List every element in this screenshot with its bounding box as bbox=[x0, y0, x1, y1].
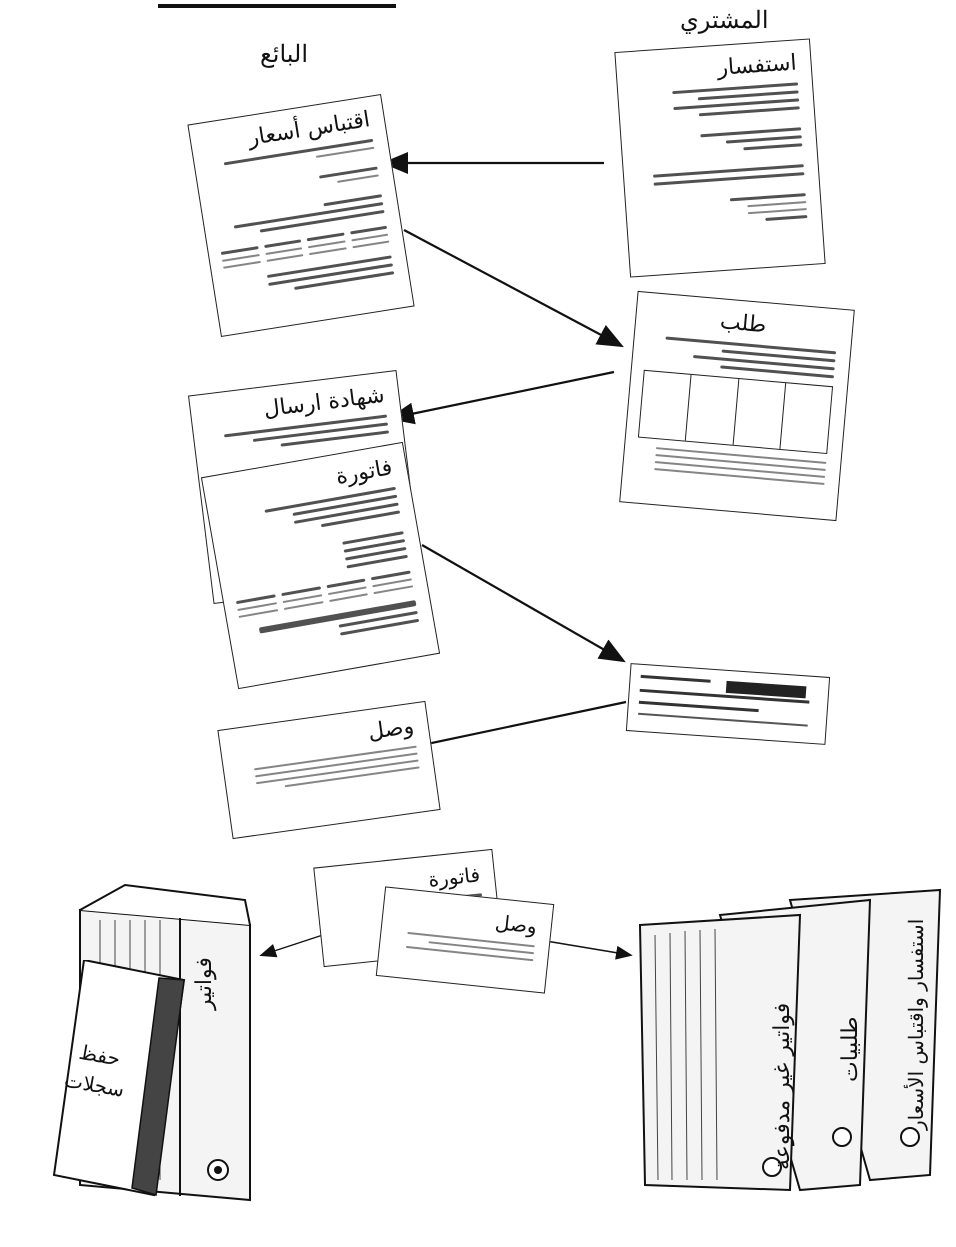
invoice-document: فاتورة bbox=[201, 442, 440, 689]
quotation-document: اقتباس أسعار bbox=[187, 94, 414, 337]
seller-binder-label: فواتير bbox=[192, 957, 217, 1010]
arrow-icon bbox=[404, 230, 620, 345]
arrow-icon bbox=[540, 940, 630, 955]
arrow-icon bbox=[422, 545, 622, 660]
bundle-receipt-document: وصل bbox=[376, 886, 554, 993]
inquiries-quotes-label: استفسار واقتباس الأسعار bbox=[904, 919, 928, 1130]
arrow-icon bbox=[392, 372, 614, 418]
cheque-icon bbox=[626, 663, 830, 745]
order-document: طلب bbox=[619, 291, 855, 521]
unpaid-invoices-label: فواتير غير مدفوعة bbox=[770, 1003, 795, 1170]
orders-label: طلبيات bbox=[838, 1017, 863, 1082]
records-cover-label: حفظ سجلات bbox=[57, 1034, 136, 1105]
arrow-icon bbox=[408, 702, 626, 748]
delivery-note-title: شهادة ارسال bbox=[202, 383, 386, 431]
inquiry-document: استفسار bbox=[614, 38, 825, 277]
order-table bbox=[638, 370, 833, 454]
inquiry-title: استفسار bbox=[628, 50, 797, 88]
